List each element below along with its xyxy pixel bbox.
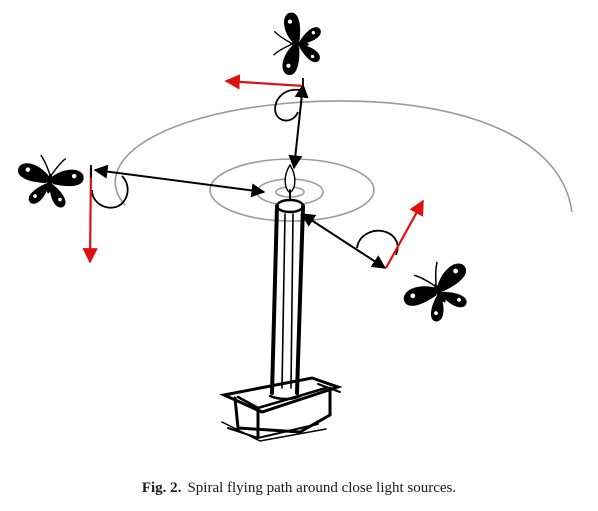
candle-top — [275, 198, 305, 214]
arrow-top-to-candle — [288, 83, 309, 170]
arrow-right-to-candle — [300, 213, 387, 269]
angle-mark-left — [91, 175, 129, 209]
angle-mark-right — [356, 229, 399, 256]
spiral-outer-ring — [114, 100, 573, 213]
heading-arrow-right — [385, 199, 424, 269]
moth-right — [394, 250, 483, 332]
figure-caption: Fig. 2. Spiral flying path around close l… — [0, 480, 598, 497]
heading-arrows — [82, 74, 424, 269]
vector-origins — [90, 78, 304, 178]
caption-label: Fig. 2. — [141, 480, 182, 496]
angle-marks — [91, 89, 399, 256]
moth-top — [272, 11, 323, 77]
distance-arrows — [93, 83, 387, 269]
spiral-path — [114, 100, 573, 222]
angle-mark-top — [274, 89, 301, 122]
heading-arrow-top — [224, 74, 305, 90]
spiral-diagram — [12, 11, 573, 442]
candle-base — [219, 376, 343, 442]
candle-flame — [284, 163, 296, 194]
moth-left — [12, 151, 87, 211]
heading-arrow-left — [82, 167, 98, 264]
candle — [268, 163, 305, 401]
arrow-left-to-candle — [93, 164, 266, 198]
caption-text: Spiral flying path around close light so… — [187, 480, 457, 496]
